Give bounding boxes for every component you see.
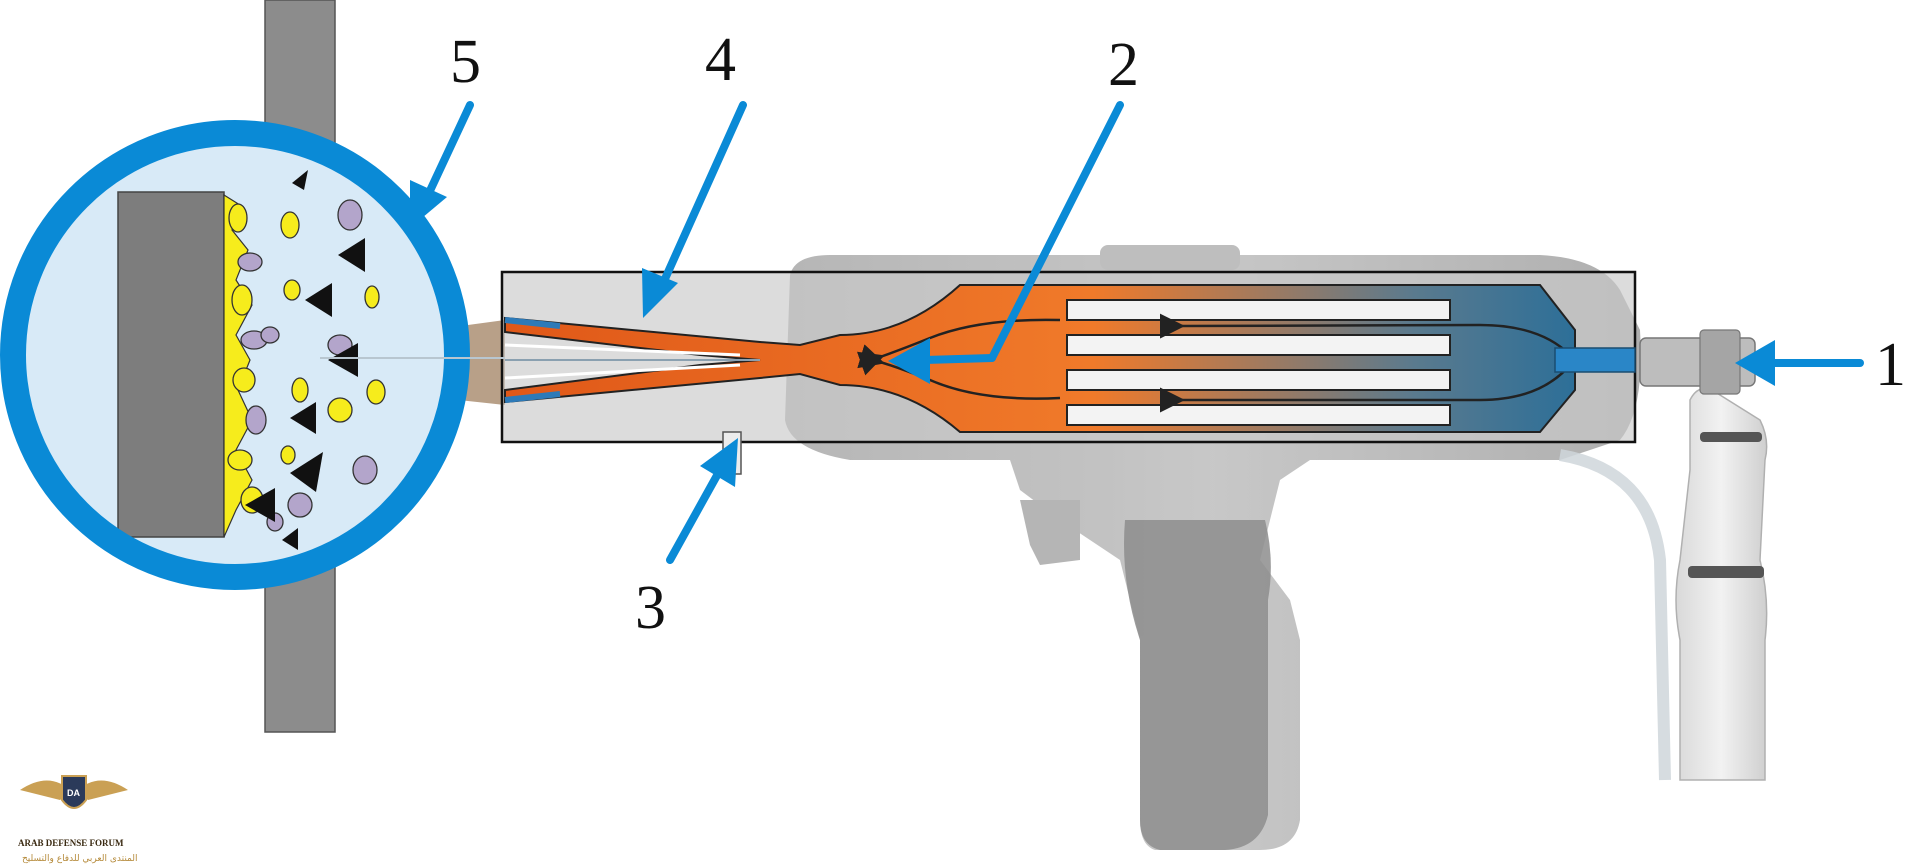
gas-inlet-channel	[1554, 347, 1636, 373]
gun-grip	[1124, 520, 1271, 850]
magnified-view	[0, 120, 505, 590]
nozzle-exit-edge-bottom	[504, 391, 561, 403]
arrow-2-head	[888, 338, 930, 384]
nozzle-exit-edge-top	[504, 317, 561, 329]
jet-streak-bottom	[504, 363, 741, 380]
callout-1: 1	[1875, 331, 1906, 399]
substrate-block	[117, 191, 225, 538]
watermark-logo: DA ARAB DEFENSE FORUM المنتدى العربي للد…	[18, 775, 137, 864]
inlet-nut	[1699, 329, 1741, 395]
logo-shield-icon	[61, 775, 87, 809]
callout-5: 5	[450, 28, 481, 96]
hose-clamp-upper	[1700, 432, 1762, 442]
arrow-3-head	[700, 438, 738, 487]
logo-title: ARAB DEFENSE FORUM	[18, 838, 124, 848]
logo-monogram: DA	[67, 788, 80, 798]
jet-streak-top	[504, 343, 741, 357]
callout-3: 3	[635, 574, 666, 642]
callout-2: 2	[1108, 31, 1139, 99]
hose-clamp-lower	[1688, 566, 1764, 578]
logo-wings-icon	[20, 780, 128, 800]
logo-subtitle: المنتدى العربي للدفاع والتسليح	[22, 854, 137, 864]
particle-arrows	[245, 170, 365, 550]
callout-arrows	[410, 101, 1864, 564]
arrow-5-head	[410, 180, 447, 228]
nozzle-channel	[504, 284, 1576, 433]
powder-line	[1558, 449, 1671, 781]
callout-4: 4	[705, 26, 736, 94]
heater-plates	[1066, 299, 1451, 426]
arrow-4-head	[642, 268, 678, 318]
arrow-1-head	[1735, 340, 1775, 386]
supply-hose	[1675, 387, 1768, 781]
